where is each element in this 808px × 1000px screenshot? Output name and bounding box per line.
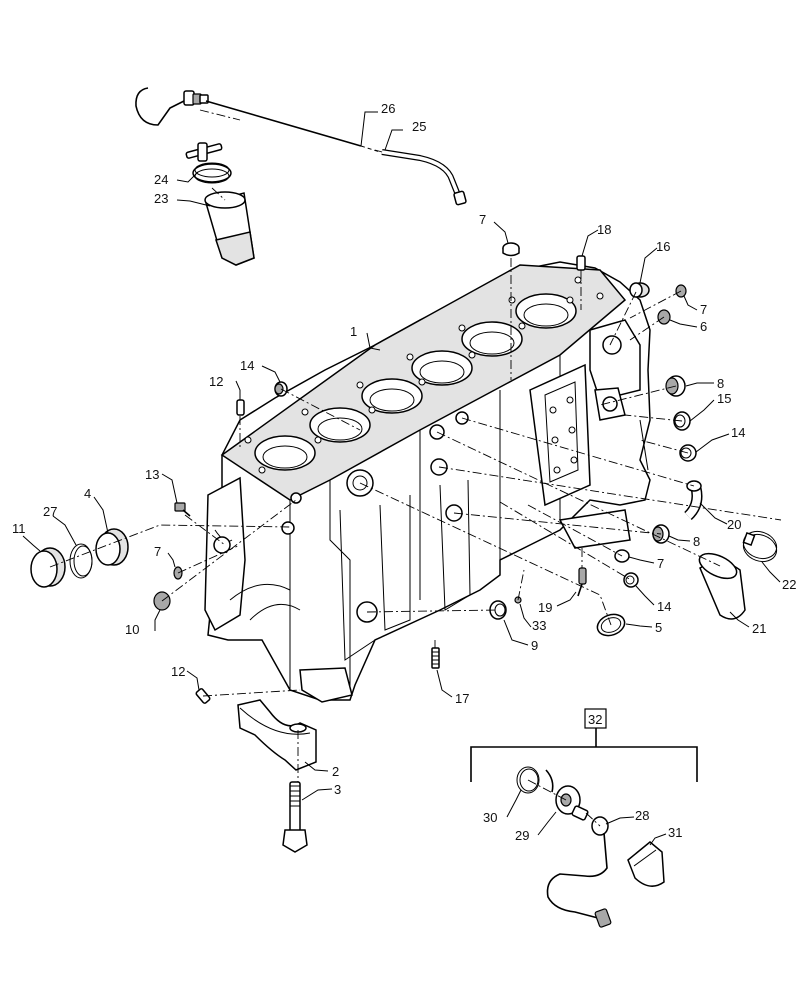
- kit-label-box: [584, 708, 607, 729]
- plug-14-lower: [623, 572, 639, 588]
- seal-4: [95, 528, 129, 566]
- callout-28: 28: [635, 808, 649, 823]
- callout-14-top: 14: [240, 358, 254, 373]
- callout-7-left: 7: [154, 544, 161, 559]
- callout-26: 26: [381, 101, 395, 116]
- callout-7-right: 7: [700, 302, 707, 317]
- callout-10: 10: [125, 622, 139, 637]
- callout-12-lower: 12: [171, 664, 185, 679]
- oil-filler-strainer: [204, 191, 255, 266]
- callout-32: 32: [588, 712, 602, 727]
- plug-16: [629, 282, 650, 298]
- callout-12-upper: 12: [209, 374, 223, 389]
- connector-31: [627, 841, 665, 887]
- dipstick-tube: [381, 149, 467, 206]
- callout-5: 5: [655, 620, 662, 635]
- centerlines: [49, 109, 782, 827]
- callout-11: 11: [12, 521, 26, 536]
- o-ring-30: [516, 766, 540, 794]
- callout-15: 15: [717, 391, 731, 406]
- callout-21: 21: [752, 621, 766, 636]
- cover-plate-11: [30, 547, 66, 588]
- plug-top: [502, 242, 520, 257]
- callout-7-side: 7: [657, 556, 664, 571]
- bolt-13: [174, 502, 191, 517]
- callout-19: 19: [538, 600, 552, 615]
- callout-29: 29: [515, 828, 529, 843]
- callout-27: 27: [43, 504, 57, 519]
- callout-14-lower: 14: [657, 599, 671, 614]
- callout-22: 22: [782, 577, 796, 592]
- kit-32-bracket: [470, 728, 698, 782]
- callout-33: 33: [532, 618, 546, 633]
- leader-lines: [22, 111, 781, 846]
- callout-24: 24: [154, 172, 168, 187]
- o-ring-27: [69, 543, 93, 579]
- callout-17: 17: [455, 691, 469, 706]
- callout-23: 23: [154, 191, 168, 206]
- sensor-harness-28: [546, 816, 612, 928]
- dowel-12-upper: [236, 399, 245, 416]
- callout-8-lower: 8: [693, 534, 700, 549]
- hose-clamp-22: [742, 530, 778, 563]
- callout-16: 16: [656, 239, 670, 254]
- callout-4: 4: [84, 486, 91, 501]
- oil-filler-cap: [185, 142, 232, 184]
- callout-3: 3: [334, 782, 341, 797]
- main-bearing-cap: [237, 699, 317, 771]
- callout-30: 30: [483, 810, 497, 825]
- callout-13: 13: [145, 467, 159, 482]
- dowel-pin-top: [576, 255, 586, 271]
- engine-block: [204, 261, 651, 703]
- callout-7-top: 7: [479, 212, 486, 227]
- water-pipe-20: [684, 480, 703, 521]
- hose-21: [698, 552, 746, 620]
- sensor-29: [545, 769, 589, 821]
- callout-6: 6: [700, 319, 707, 334]
- callout-14-right: 14: [731, 425, 745, 440]
- callout-labels: 1 2 3 4 5 6 7 7 7 7 8 8 9 10 11 12 12 13…: [12, 101, 796, 843]
- callout-2: 2: [332, 764, 339, 779]
- callout-25: 25: [412, 119, 426, 134]
- main-bearing-bolt: [282, 781, 308, 853]
- callout-18: 18: [597, 222, 611, 237]
- callout-8-upper: 8: [717, 376, 724, 391]
- callout-9: 9: [531, 638, 538, 653]
- stud-17: [431, 647, 440, 669]
- dipstick: [135, 87, 381, 153]
- callout-31: 31: [668, 825, 682, 840]
- callout-20: 20: [727, 517, 741, 532]
- callout-1: 1: [350, 324, 357, 339]
- nozzle-19: [577, 567, 587, 597]
